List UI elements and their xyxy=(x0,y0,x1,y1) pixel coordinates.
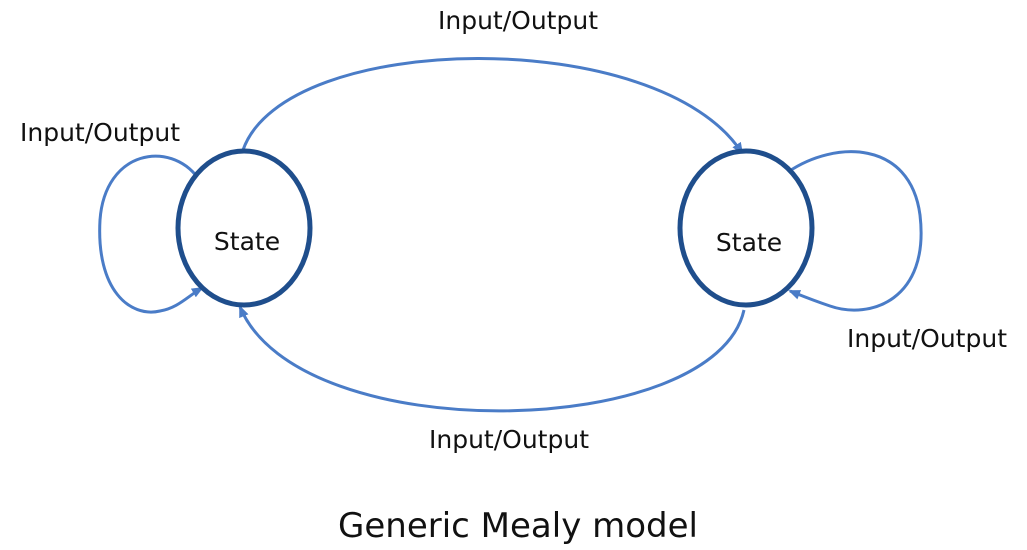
transition-label-right-loop: Input/Output xyxy=(847,324,1007,353)
self-loop-left xyxy=(98,154,204,314)
transition-label-bottom: Input/Output xyxy=(429,425,589,454)
state-node-left[interactable] xyxy=(175,148,313,308)
transition-label-left-loop: Input/Output xyxy=(20,118,180,147)
state-label-right: State xyxy=(716,228,782,257)
state-label-left: State xyxy=(214,227,280,256)
transition-edge-bottom xyxy=(238,305,746,413)
self-loop-right xyxy=(787,150,923,312)
state-node-right[interactable] xyxy=(677,148,815,308)
transition-edge-top xyxy=(241,57,744,155)
diagram-caption: Generic Mealy model xyxy=(338,506,698,546)
transition-label-top: Input/Output xyxy=(438,6,598,35)
